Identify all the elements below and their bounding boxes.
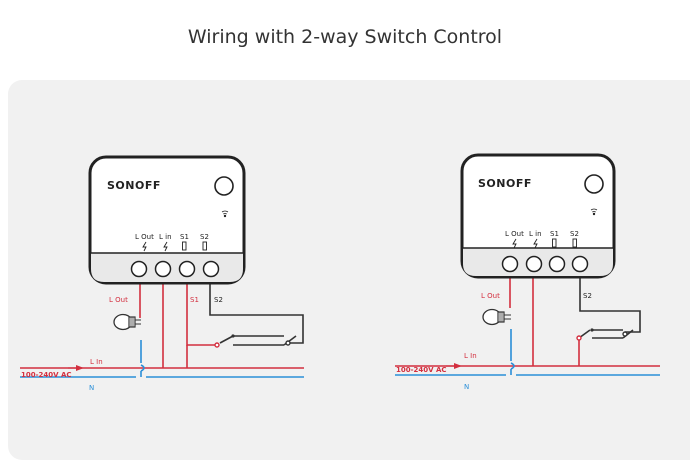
left-wifi-led-icon: [221, 210, 229, 218]
right-device: SONOFF L Out L in S1 S2: [460, 153, 616, 279]
left-pair-button: [214, 176, 234, 196]
right-bolt-icon-lin: [533, 238, 538, 249]
left-term-label-lout: L Out: [135, 233, 154, 241]
left-switch-contact-3: [231, 334, 235, 338]
right-pair-button: [584, 174, 604, 194]
left-switch-icon-s1: [182, 241, 187, 251]
left-label-lout: L Out: [109, 296, 128, 304]
right-bolt-icon-lout: [512, 238, 517, 249]
left-label-s1: S1: [190, 296, 199, 304]
left-term-label-lin: L in: [159, 233, 172, 241]
right-terminal-lout: [501, 255, 519, 273]
left-bolt-icon-lin: [163, 241, 168, 252]
right-switch-contact-2: [622, 331, 628, 337]
right-term-label-s2: S2: [570, 230, 579, 238]
left-switch-contact-1: [214, 342, 220, 348]
left-label-lin: L In: [90, 358, 103, 366]
left-diagram: SONOFF L Out L in S1 S2 L Out S1 S2 L In…: [20, 155, 304, 392]
right-term-label-lout: L Out: [505, 230, 524, 238]
left-switch-lower: [219, 335, 284, 346]
right-term-label-s1: S1: [550, 230, 559, 238]
left-neutral-riser: [140, 340, 145, 377]
left-s2-wire: [209, 282, 304, 344]
right-label-s2: S2: [583, 292, 592, 300]
right-diagram: SONOFF L Out L in S1 S2 L Out S2 L In 10…: [395, 153, 660, 391]
left-terminal-lout: [130, 260, 148, 278]
left-device: SONOFF L Out L in S1 S2: [88, 155, 246, 285]
left-terminal-s1: [178, 260, 196, 278]
right-term-label-lin: L in: [529, 230, 542, 238]
left-brand: SONOFF: [107, 179, 161, 192]
right-terminal-s1: [548, 255, 566, 273]
left-switch-contact-2: [285, 340, 291, 346]
right-terminal-lin: [525, 255, 543, 273]
right-terminal-s2: [571, 255, 589, 273]
left-label-s2: S2: [214, 296, 223, 304]
page-title: Wiring with 2-way Switch Control: [187, 26, 503, 48]
right-brand: SONOFF: [478, 177, 532, 190]
left-terminal-lin: [154, 260, 172, 278]
right-label-n: N: [464, 383, 469, 391]
left-switch-icon-s2: [202, 241, 207, 251]
right-label-lout: L Out: [481, 292, 500, 300]
right-neutral-riser: [510, 329, 515, 375]
left-terminal-s2: [202, 260, 220, 278]
right-switch-icon-s2: [572, 238, 577, 248]
left-ac-arrow: [76, 365, 84, 371]
right-s2-wire: [579, 276, 641, 333]
right-switch-lower: [578, 329, 623, 339]
left-bolt-icon-lout: [142, 241, 147, 252]
left-label-n: N: [89, 384, 94, 392]
right-switch-icon-s1: [552, 238, 557, 248]
left-term-label-s2: S2: [200, 233, 209, 241]
left-wires: [20, 282, 304, 378]
right-switch-contact-3: [590, 328, 594, 332]
right-switch-contact-1: [576, 335, 582, 341]
right-wifi-led-icon: [590, 208, 598, 216]
right-wires: [395, 276, 660, 376]
right-label-ac: 100-240V AC: [396, 366, 447, 374]
right-label-lin: L In: [464, 352, 477, 360]
right-ac-arrow: [454, 363, 462, 369]
left-label-ac: 100-240V AC: [21, 371, 72, 379]
wiring-diagram: SONOFF L Out L in S1 S2 L Out S1 S2 L In…: [20, 153, 660, 392]
left-lamp-icon: [113, 313, 141, 331]
left-term-label-s1: S1: [180, 233, 189, 241]
right-lamp-icon: [482, 308, 511, 326]
